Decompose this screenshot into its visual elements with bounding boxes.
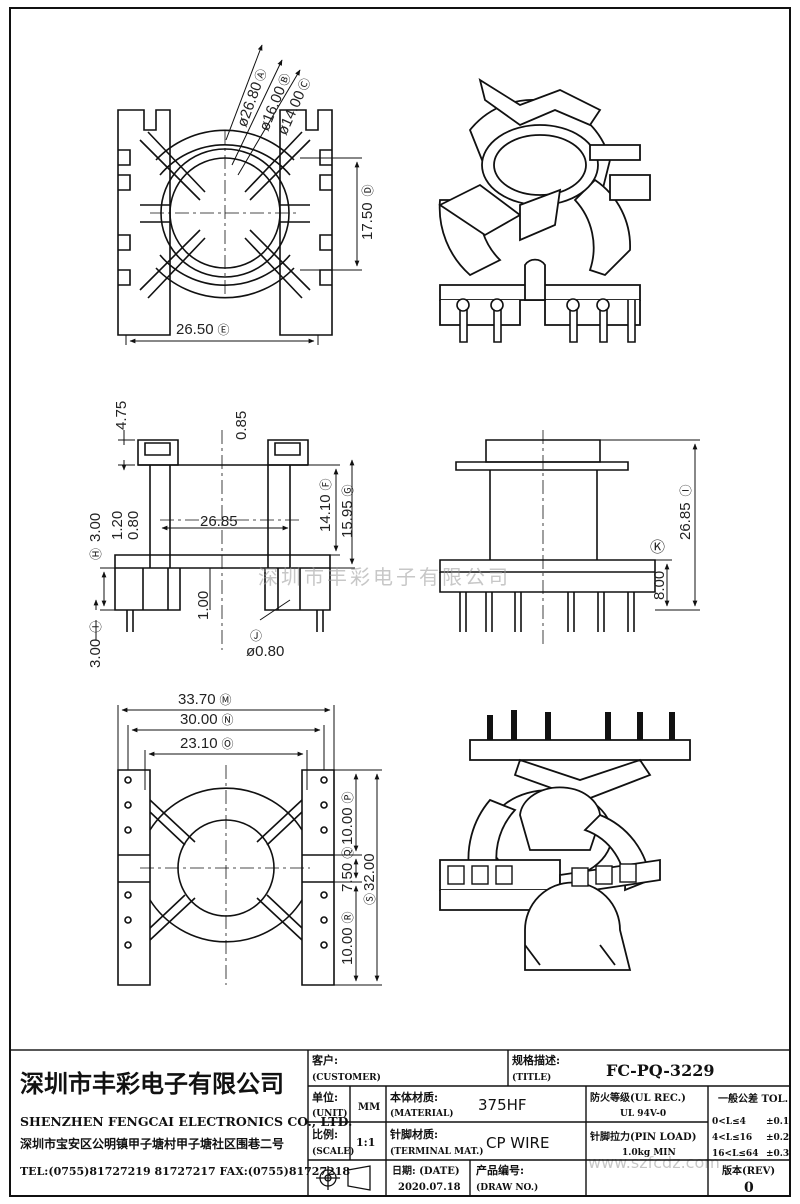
top-view-dimensions <box>125 44 362 345</box>
flame-label: 防火等级(UL REC.) <box>590 1091 686 1104</box>
dim-i: 3.00Ⓘ <box>87 621 104 668</box>
material-label-en: (MATERIAL) <box>390 1108 454 1119</box>
dim-h1: 1.20 <box>109 511 126 540</box>
sheet-border <box>9 7 791 1197</box>
watermark-center: 深圳市丰彩电子有限公司 <box>258 565 511 589</box>
watermark-corner: www.szfcdz.com <box>588 1153 720 1172</box>
tol-range-1: 0<L≤4 <box>712 1117 746 1127</box>
dim-width: 26.85 <box>200 513 238 530</box>
dim-s: Ⓢ32.00 <box>361 853 378 905</box>
dim-r: 10.00Ⓡ <box>339 911 356 965</box>
company-name-en: SHENZHEN FENGCAI ELECTRONICS CO., LTD. <box>20 1114 352 1129</box>
dim-h2: 0.80 <box>125 511 142 540</box>
terminal-label: 针脚材质: <box>390 1127 438 1141</box>
dim-h: Ⓗ3.00 <box>87 513 104 560</box>
top-view <box>117 109 333 336</box>
material-value: 375HF <box>478 1096 527 1114</box>
customer-label-en: (CUSTOMER) <box>312 1072 381 1083</box>
tol-range-3: 16<L≤64 <box>712 1149 758 1159</box>
material-label: 本体材质: <box>390 1090 438 1104</box>
flame-value: UL 94V-0 <box>620 1109 666 1119</box>
dim-front-height: 26.85Ⓘ <box>677 484 694 540</box>
company-address: 深圳市宝安区公明镇甲子塘村甲子塘社区围巷二号 <box>20 1136 284 1151</box>
date-label: 日期: (DATE) <box>392 1164 460 1177</box>
tol-value-3: ±0.3 <box>766 1149 789 1159</box>
dim-pin-gap: 1.00 <box>195 591 212 620</box>
dim-top-height: 4.75 <box>113 401 130 430</box>
tol-range-2: 4<L≤16 <box>712 1133 752 1143</box>
scale-label: 比例: <box>312 1127 338 1141</box>
tol-value-2: ±0.2 <box>766 1133 789 1143</box>
isometric-pins-top <box>456 298 636 343</box>
unit-label: 单位: <box>312 1090 338 1104</box>
bottom-view <box>117 765 335 986</box>
dim-p: 10.00Ⓟ <box>339 791 356 845</box>
side-view-dimensions <box>96 430 355 640</box>
dim-f: 14.10Ⓕ <box>317 478 334 532</box>
spec-label: 规格描述: <box>512 1053 560 1067</box>
pinload-label: 针脚拉力(PIN LOAD) <box>590 1130 696 1143</box>
dim-k: Ⓚ <box>650 539 665 556</box>
scale-label-en: (SCALE) <box>312 1146 354 1157</box>
isometric-view-bottom <box>439 710 691 971</box>
projection-symbol-icon <box>316 1165 371 1191</box>
scale-value: 1:1 <box>356 1136 375 1149</box>
pinload-value: 1.0kg MIN <box>622 1148 676 1158</box>
rev-value: 0 <box>744 1180 754 1196</box>
unit-label-en: (UNIT) <box>312 1108 348 1119</box>
company-tel: TEL:(0755)81727219 81727217 FAX:(0755)81… <box>20 1165 350 1178</box>
title-block-grid <box>9 1049 791 1197</box>
dim-d: 17.50Ⓓ <box>359 184 376 240</box>
customer-label: 客户: <box>311 1053 338 1067</box>
front-view-dimensions <box>600 439 700 611</box>
drawno-label-en: (DRAW NO.) <box>476 1182 538 1193</box>
unit-value: MM <box>358 1102 380 1113</box>
date-value: 2020.07.18 <box>398 1182 461 1193</box>
spec-value: FC-PQ-3229 <box>606 1061 714 1080</box>
side-view <box>114 430 331 650</box>
dim-wall: 0.85 <box>233 411 250 440</box>
tol-value-1: ±0.1 <box>766 1117 789 1127</box>
spec-label-en: (TITLE) <box>512 1072 551 1083</box>
terminal-label-en: (TERMINAL MAT.) <box>390 1146 484 1157</box>
bottom-view-dimensions <box>117 705 382 986</box>
terminal-value: CP WIRE <box>486 1134 549 1152</box>
company-name-cn: 深圳市丰彩电子有限公司 <box>20 1069 284 1098</box>
rev-label: 版本(REV) <box>722 1164 775 1177</box>
isometric-view-top <box>438 78 651 326</box>
drawno-label: 产品编号: <box>476 1163 524 1177</box>
isometric-pins-bottom <box>447 863 637 887</box>
dim-g: 15.95Ⓖ <box>339 484 356 538</box>
dim-q: 7.50Ⓠ <box>339 847 356 892</box>
dim-base: 8.00 <box>651 571 668 600</box>
front-view <box>439 430 656 645</box>
tol-label: 一般公差 TOL. <box>718 1092 788 1105</box>
